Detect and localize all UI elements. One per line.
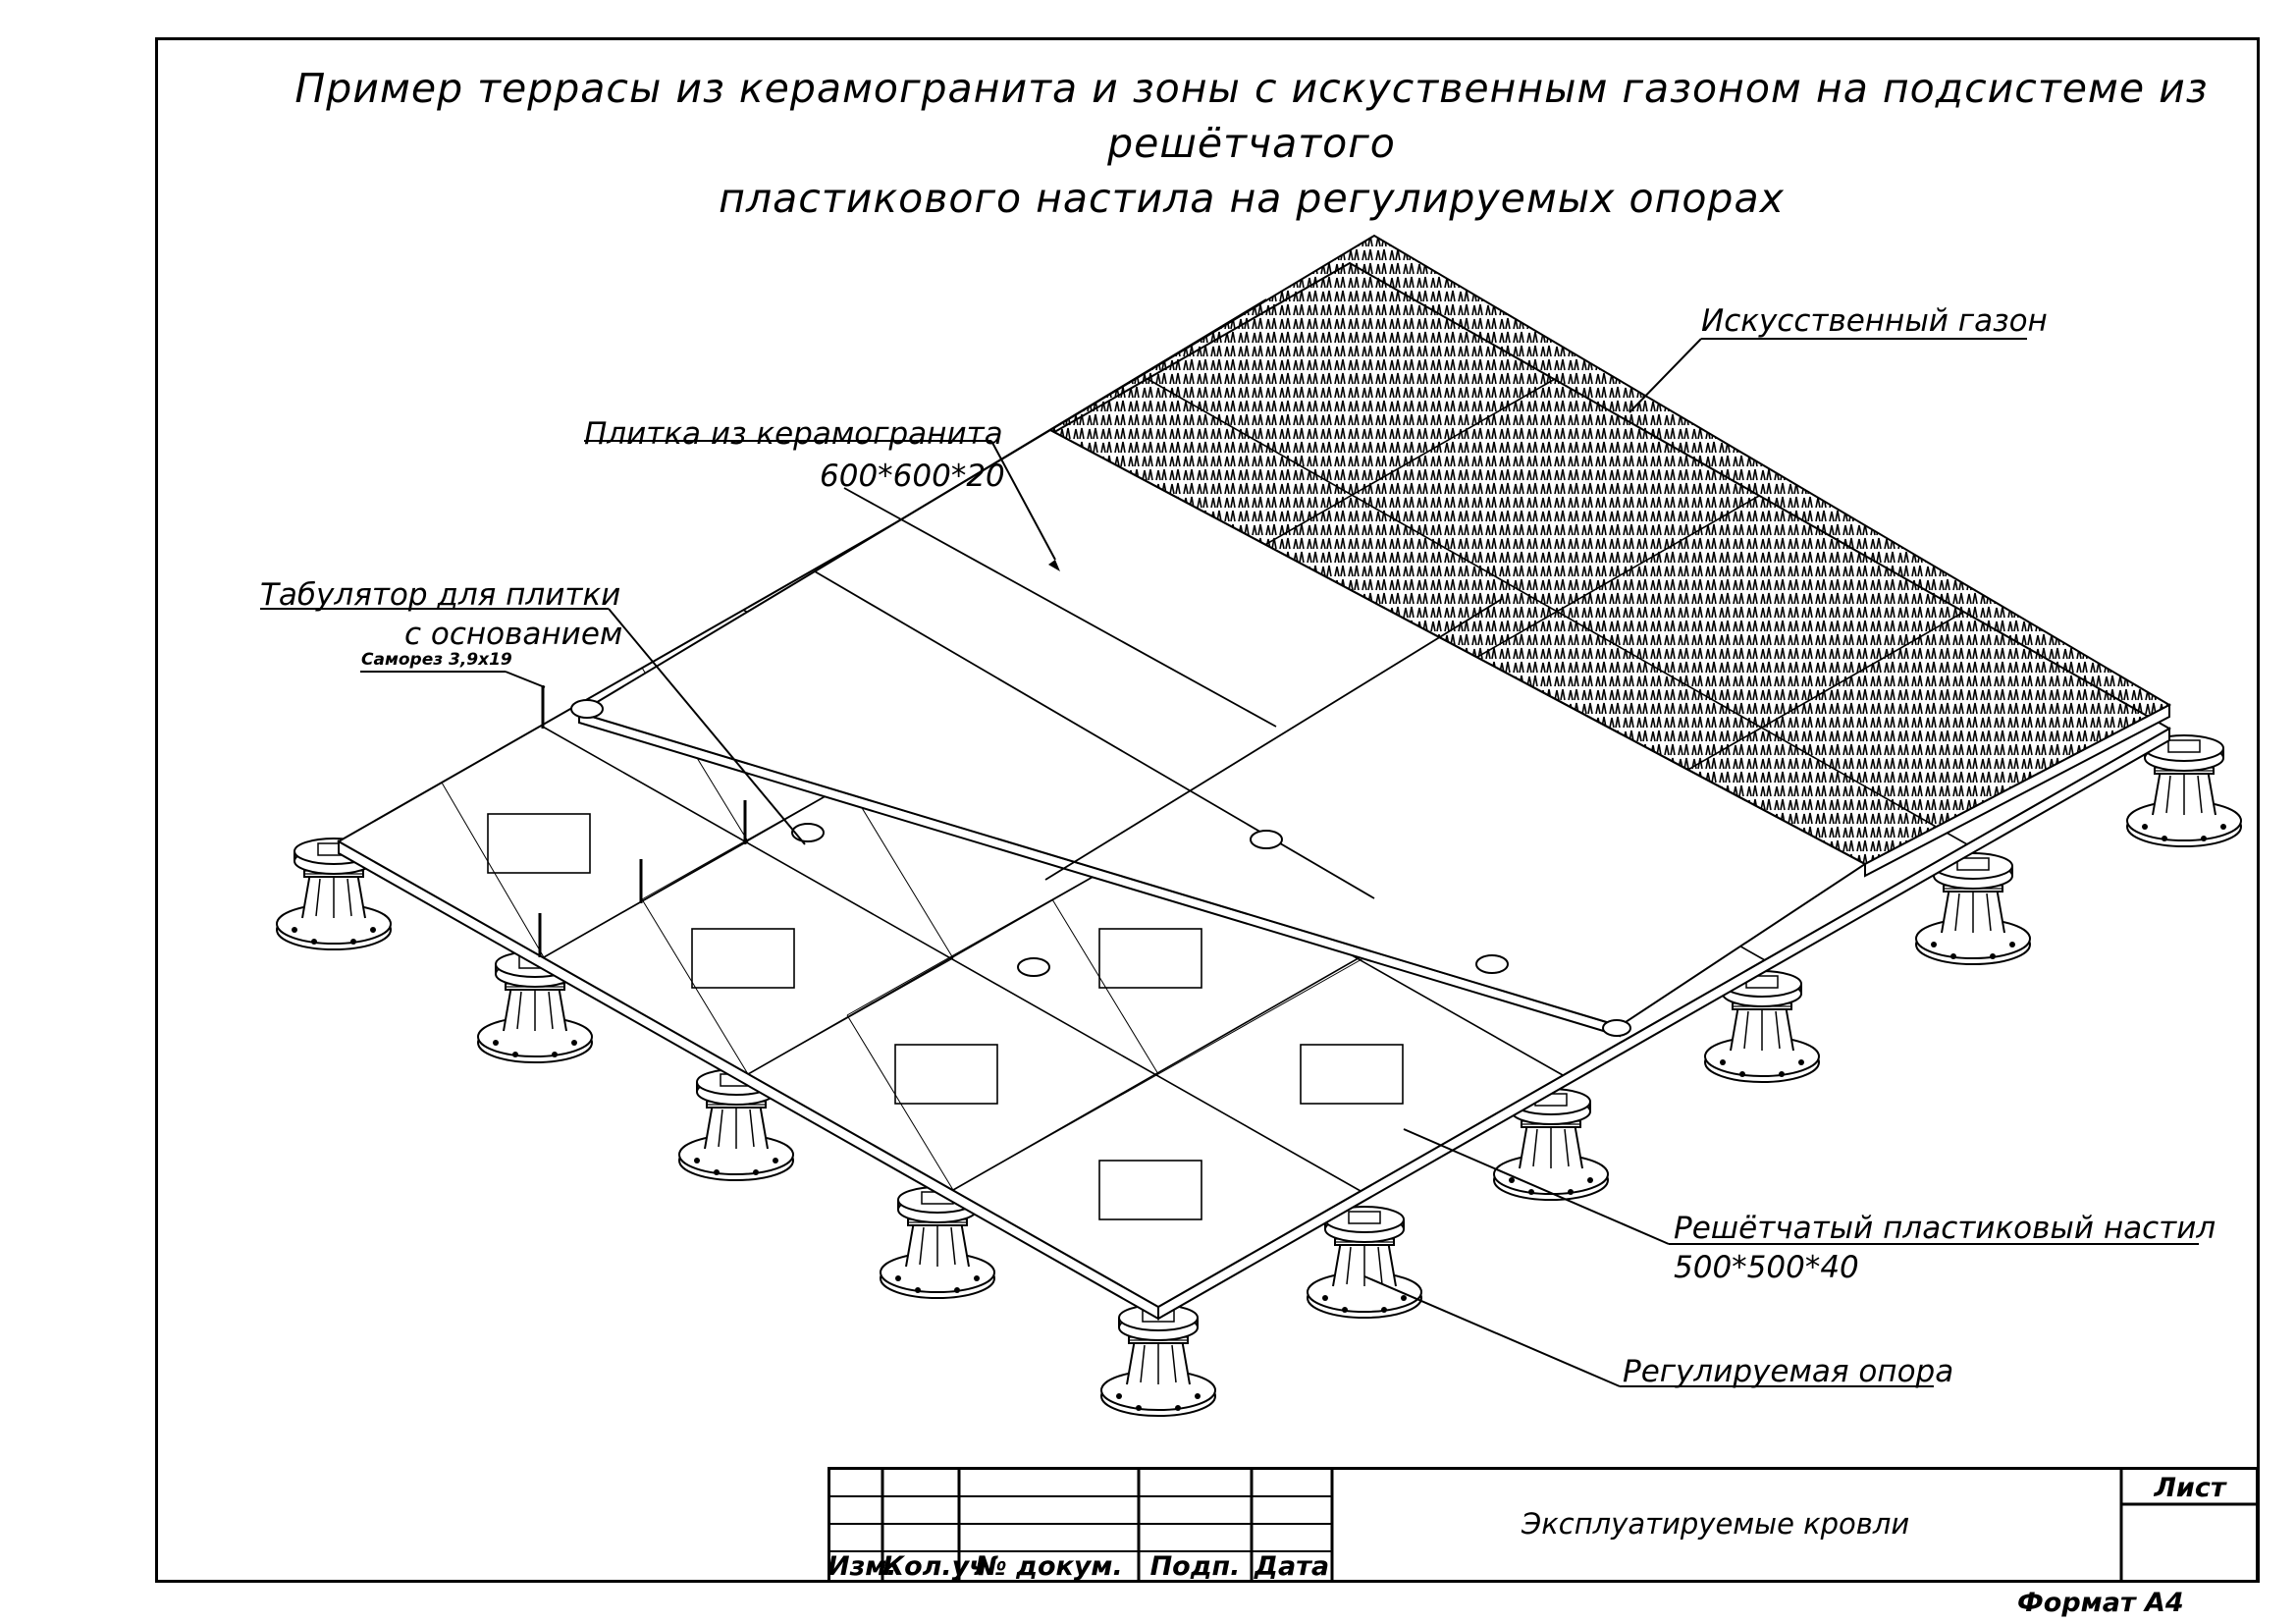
stamp-document-title: Эксплуатируемые кровли	[1522, 1507, 1910, 1541]
leader-lines	[260, 338, 2199, 1387]
label-pedestal: Регулируемая опора	[1623, 1354, 1954, 1389]
title-line-1: Пример террасы из керамогранита и зоны с…	[294, 65, 2209, 167]
tabulators	[570, 699, 1631, 1037]
stamp-col-sign: Подп.	[1149, 1551, 1241, 1582]
label-screw: Саморез 3,9х19	[361, 650, 512, 670]
stamp-sheet-label: Лист	[2154, 1473, 2226, 1503]
label-tabulator-1: Табулятор для плитки	[260, 577, 621, 613]
screws	[538, 685, 747, 957]
title-line-2: пластикового настила на регулируемых опо…	[719, 175, 1785, 222]
label-grid: Решётчатый пластиковый настил	[1674, 1211, 2216, 1246]
drawing-title: Пример террасы из керамогранита и зоны с…	[245, 61, 2258, 226]
label-tabulator-2: с основанием	[404, 617, 623, 652]
title-block	[828, 1467, 2259, 1583]
stamp-col-kol: Кол.уч	[882, 1551, 988, 1582]
label-tile-size: 600*600*20	[820, 459, 1005, 494]
stamp-col-date: Дата	[1254, 1551, 1330, 1582]
stamp-col-izm: Изм.	[828, 1551, 897, 1582]
label-grass: Искусственный газон	[1701, 303, 2048, 339]
stamp-col-doc: № докум.	[975, 1551, 1123, 1582]
artificial-grass	[1047, 234, 2172, 878]
label-grid-size: 500*500*40	[1674, 1250, 1859, 1285]
label-tile: Плитка из керамогранита	[584, 416, 1003, 452]
sheet-format: Формат А4	[2017, 1588, 2184, 1618]
